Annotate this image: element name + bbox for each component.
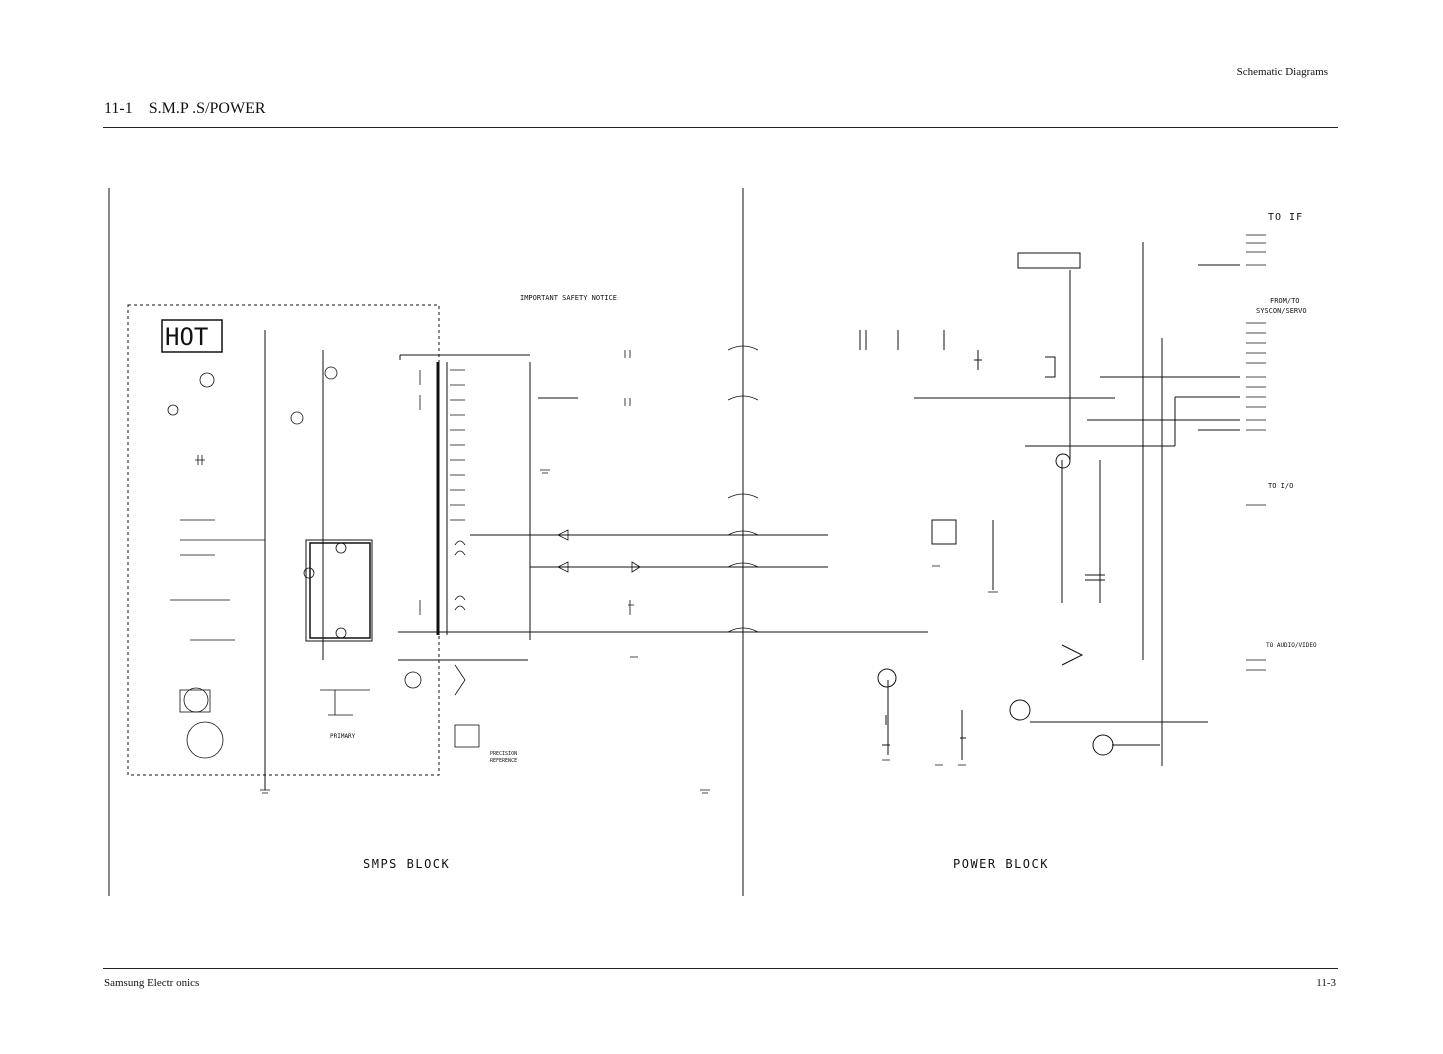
relay-component: [931, 519, 957, 545]
syscon-servo-label: SYSCON/SERVO: [1256, 307, 1307, 315]
smps-block-label: SMPS BLOCK: [363, 857, 450, 871]
to-io-label: TO I/O: [1268, 482, 1293, 490]
to-if-label: TO IF: [1268, 212, 1303, 223]
header-section-label: Schematic Diagrams: [1236, 66, 1328, 78]
footer-company: Samsung Electr onics: [104, 977, 200, 989]
hot-label: HOT: [165, 323, 208, 351]
page-number: 11-3: [1316, 977, 1336, 989]
safety-notice-title: IMPORTANT SAFETY NOTICE: [520, 294, 617, 302]
reference-label: REFERENCE: [490, 758, 517, 764]
primary-label: PRIMARY: [330, 733, 356, 740]
hot-region-outline: [127, 304, 440, 776]
header-rule: [103, 127, 1338, 128]
transistor-q3: [1092, 734, 1114, 756]
power-block-label: POWER BLOCK: [953, 857, 1049, 871]
regulator-ic: [1017, 252, 1081, 269]
transistor-q1: [877, 668, 897, 688]
ic-controller: [309, 542, 371, 639]
hot-label-box: [161, 319, 223, 353]
from-to-label: FROM/TO: [1270, 297, 1300, 305]
footer-rule: [103, 968, 1338, 969]
precision-label: PRECISION: [490, 751, 517, 757]
transistor-q2: [1009, 699, 1031, 721]
to-audio-video-label: TO AUDIO/VIDEO: [1266, 642, 1317, 649]
page-title: 11-1 S.M.P .S/POWER: [104, 100, 266, 117]
